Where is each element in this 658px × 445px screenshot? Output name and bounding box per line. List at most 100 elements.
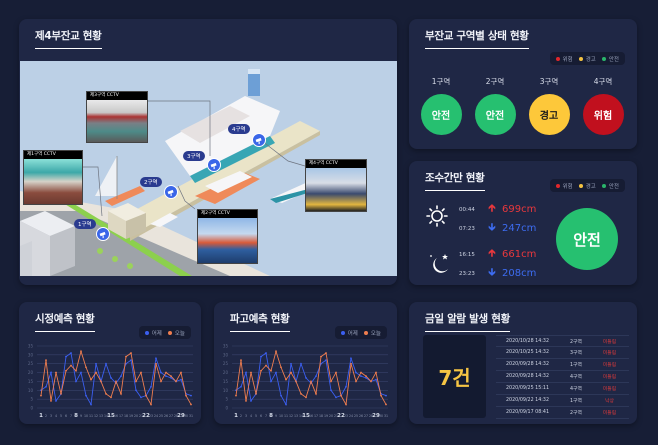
camera-icon-zone1[interactable]: [96, 227, 110, 241]
svg-text:27: 27: [169, 414, 173, 418]
zone-4-badge: 위험: [582, 94, 624, 135]
moon-icon: [430, 254, 448, 273]
svg-text:24: 24: [154, 414, 158, 418]
warning-dot-icon: [578, 56, 583, 61]
tide-status-badge: 안전: [556, 208, 618, 270]
danger-dot-icon: [555, 183, 560, 188]
tide-title: 조수간만 현황: [425, 170, 485, 191]
svg-text:13: 13: [99, 414, 103, 418]
zone-tag-2[interactable]: 2구역: [140, 177, 162, 187]
cctv-zone1-feed: [24, 159, 82, 204]
svg-text:6: 6: [260, 414, 262, 418]
svg-text:10: 10: [28, 388, 34, 393]
zone-3-status[interactable]: 3구역 경고: [527, 76, 571, 135]
zone-1-status[interactable]: 1구역 안전: [419, 76, 463, 135]
svg-text:14: 14: [104, 414, 108, 418]
svg-text:0: 0: [30, 406, 33, 411]
alarm-title: 금일 알람 발생 현황: [425, 311, 510, 332]
svg-text:11: 11: [89, 414, 93, 418]
alarm-count: 7건: [438, 366, 471, 390]
svg-text:23: 23: [149, 414, 153, 418]
svg-text:29: 29: [372, 413, 380, 419]
zone-tag-4[interactable]: 4구역: [228, 124, 250, 134]
cctv-zone1-label: 제1구역 CCTV: [24, 151, 82, 159]
svg-text:27: 27: [364, 414, 368, 418]
svg-text:17: 17: [314, 414, 318, 418]
svg-text:3: 3: [245, 414, 247, 418]
svg-text:29: 29: [177, 413, 185, 419]
svg-text:30: 30: [28, 352, 34, 357]
zone-2-status[interactable]: 2구역 안전: [473, 76, 517, 135]
svg-text:18: 18: [319, 414, 323, 418]
svg-text:8: 8: [269, 413, 273, 419]
svg-text:11: 11: [284, 414, 288, 418]
svg-text:5: 5: [60, 414, 62, 418]
today-dot-icon: [167, 330, 172, 335]
arrow-up-icon: 🡱: [488, 203, 496, 214]
cctv-zone2-feed: [198, 218, 257, 263]
cctv-zone4-feed: [306, 168, 366, 211]
svg-text:16: 16: [309, 414, 313, 418]
camera-icon-zone3[interactable]: [207, 158, 221, 172]
svg-text:21: 21: [334, 414, 338, 418]
svg-text:10: 10: [84, 414, 88, 418]
cctv-zone3[interactable]: 제3구역 CCTV: [86, 91, 148, 143]
danger-dot-icon: [555, 56, 560, 61]
today-dot-icon: [363, 330, 368, 335]
svg-text:10: 10: [279, 414, 283, 418]
cctv-zone1[interactable]: 제1구역 CCTV: [23, 150, 83, 205]
svg-text:35: 35: [28, 344, 34, 349]
svg-text:6: 6: [65, 414, 67, 418]
svg-text:20: 20: [28, 370, 34, 375]
svg-text:8: 8: [74, 413, 78, 419]
svg-text:15: 15: [223, 379, 229, 384]
zone-tag-3[interactable]: 3구역: [183, 151, 205, 161]
cctv-zone2[interactable]: 제2구역 CCTV: [197, 209, 258, 264]
svg-text:20: 20: [223, 370, 229, 375]
zone-status-panel: 부잔교 구역별 상태 현황 위험 경고 안전 1구역 안전 2구역 안전 3구역…: [409, 19, 637, 149]
tide-night-low: 23:23 🡳 208cm: [459, 265, 536, 282]
zone-tag-1[interactable]: 1구역: [74, 219, 96, 229]
cctv-zone3-feed: [87, 100, 147, 142]
cctv-zone2-label: 제2구역 CCTV: [198, 210, 257, 218]
sun-icon: [426, 205, 448, 227]
zone-status-title: 부잔교 구역별 상태 현황: [425, 28, 529, 49]
svg-text:31: 31: [384, 414, 388, 418]
camera-icon-zone4[interactable]: [252, 133, 266, 147]
svg-text:1: 1: [39, 413, 43, 419]
svg-text:9: 9: [275, 414, 277, 418]
svg-text:2: 2: [45, 414, 47, 418]
svg-text:12: 12: [94, 414, 98, 418]
svg-text:1: 1: [234, 413, 238, 419]
svg-text:25: 25: [28, 361, 34, 366]
svg-text:26: 26: [359, 414, 363, 418]
svg-text:23: 23: [344, 414, 348, 418]
svg-text:4: 4: [250, 414, 252, 418]
svg-text:17: 17: [119, 414, 123, 418]
camera-icon-zone2[interactable]: [164, 185, 178, 199]
yesterday-dot-icon: [340, 330, 345, 335]
svg-text:22: 22: [337, 413, 345, 419]
arrow-up-icon: 🡱: [488, 248, 496, 259]
zone-4-status[interactable]: 4구역 위험: [581, 76, 625, 135]
svg-text:2: 2: [240, 414, 242, 418]
cctv-zone4[interactable]: 제4구역 CCTV: [305, 159, 367, 212]
svg-text:22: 22: [142, 413, 150, 419]
tide-day-high: 00:44 🡱 699cm: [459, 201, 536, 218]
port-map: 제3구역 CCTV 제1구역 CCTV 제4구역 CCTV 제2구역 CCTV …: [20, 61, 397, 276]
svg-text:30: 30: [184, 414, 188, 418]
alarm-count-box: 7건: [423, 335, 486, 418]
visibility-title: 시정예측 현황: [35, 311, 95, 332]
safe-dot-icon: [601, 183, 606, 188]
svg-text:31: 31: [189, 414, 193, 418]
